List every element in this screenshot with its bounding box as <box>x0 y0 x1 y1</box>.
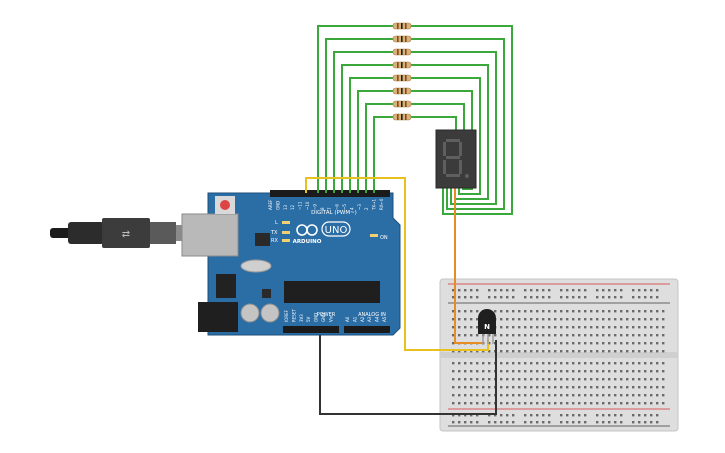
analog-header-strip[interactable] <box>344 326 390 333</box>
segment-wire[interactable] <box>317 25 513 215</box>
pin-label: 12 <box>290 204 295 210</box>
pin-label: ~11 <box>298 201 303 210</box>
resistor[interactable] <box>392 87 412 95</box>
pin-label: RESET <box>291 309 296 322</box>
display-segments <box>443 139 469 178</box>
pin-label: 7 <box>327 207 332 210</box>
usb-symbol-icon: ⇄ <box>122 229 130 240</box>
pin-label: 8 <box>320 207 325 210</box>
usb-port <box>181 213 239 257</box>
power-jack <box>198 302 238 332</box>
pin-label: GND <box>321 313 326 322</box>
pin-label: 13 <box>283 204 288 210</box>
resistor[interactable] <box>392 74 412 82</box>
arduino-logo-text: ARDUINO <box>293 239 322 245</box>
pin-label: ~6 <box>335 204 340 210</box>
signal-wire-yellow[interactable] <box>305 177 489 351</box>
segment-wire[interactable] <box>349 77 481 195</box>
analog-header-label: ANALOG IN <box>358 312 386 318</box>
microcontroller-chip <box>284 281 380 303</box>
pin-label: 5V <box>306 316 311 322</box>
rx-led-label: RX <box>271 238 278 244</box>
voltage-regulator <box>216 274 236 298</box>
uno-label: UNO <box>325 225 348 236</box>
npn-transistor[interactable]: N <box>478 309 496 344</box>
power-header-label: POWER <box>317 312 336 318</box>
pin-label: A4 <box>375 316 380 322</box>
pin-label: 4 <box>349 207 354 210</box>
digital-header[interactable] <box>270 190 390 197</box>
segment-wire[interactable] <box>333 51 497 205</box>
pin-label: ~9 <box>312 204 317 210</box>
segment-wire[interactable] <box>325 38 505 210</box>
power-header-strip[interactable] <box>283 326 339 333</box>
segment-wires <box>317 25 513 215</box>
common-wire-orange[interactable] <box>454 186 483 344</box>
on-led-label: ON <box>380 235 388 241</box>
arduino-board[interactable]: DIGITAL (PWM~) L TX RX ON ARDUINO UNO PO… <box>181 190 401 336</box>
pin-label: 2 <box>364 207 369 210</box>
pin-label: A3 <box>367 316 372 322</box>
pin-label: TX→1 <box>372 198 377 211</box>
pin-label: GND <box>275 201 280 210</box>
l-led-label: L <box>275 220 278 226</box>
resistor[interactable] <box>392 48 412 56</box>
transistor-label: N <box>484 323 490 331</box>
crystal <box>240 259 272 273</box>
pin-label: A0 <box>345 316 350 322</box>
seven-segment-display[interactable]: 8 <box>0 0 477 189</box>
digital-header-label: DIGITAL (PWM~) <box>311 210 357 216</box>
pin-label: IOREF <box>284 309 289 322</box>
pin-label: AREF <box>268 199 273 210</box>
breadboard[interactable] <box>439 278 679 432</box>
pin-label: RX←0 <box>379 198 384 210</box>
ground-wire-black[interactable] <box>319 335 497 415</box>
pin-label: A5 <box>382 316 387 322</box>
resistor[interactable] <box>392 35 412 43</box>
resistor[interactable] <box>392 61 412 69</box>
pin-label: ~5 <box>342 204 347 210</box>
pin-label: 3V3 <box>299 314 304 322</box>
pin-label: A1 <box>352 316 357 322</box>
resistor[interactable] <box>392 113 412 121</box>
breadboard-holes <box>452 289 665 424</box>
pin-label: GND <box>314 313 319 322</box>
pin-label: ~3 <box>357 204 362 210</box>
resistor[interactable] <box>392 22 412 30</box>
resistor-array <box>392 22 412 121</box>
tx-led-label: TX <box>270 230 278 236</box>
pin-label: Vin <box>328 315 333 322</box>
arduino-infinity-logo-icon <box>296 224 318 236</box>
reset-button[interactable] <box>220 200 230 210</box>
resistor[interactable] <box>392 100 412 108</box>
pin-label: A2 <box>360 316 365 322</box>
pin-label: ~10 <box>305 201 310 210</box>
